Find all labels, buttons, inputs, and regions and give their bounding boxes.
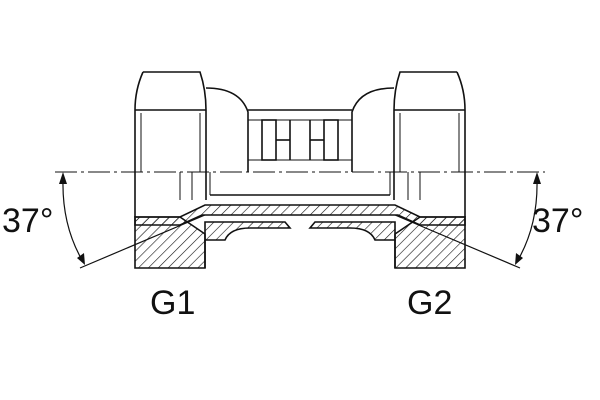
right-angle-annotation — [394, 172, 541, 269]
port-label-g1: G1 — [150, 284, 195, 322]
port-label-g2: G2 — [407, 284, 452, 322]
angle-label-left: 37° — [2, 202, 53, 240]
left-angle-annotation — [59, 172, 206, 269]
left-hex-nut — [134, 71, 207, 217]
angle-label-right: 37° — [532, 202, 583, 240]
central-body — [205, 87, 395, 196]
right-hex-nut — [393, 71, 466, 217]
section-view — [134, 204, 466, 269]
